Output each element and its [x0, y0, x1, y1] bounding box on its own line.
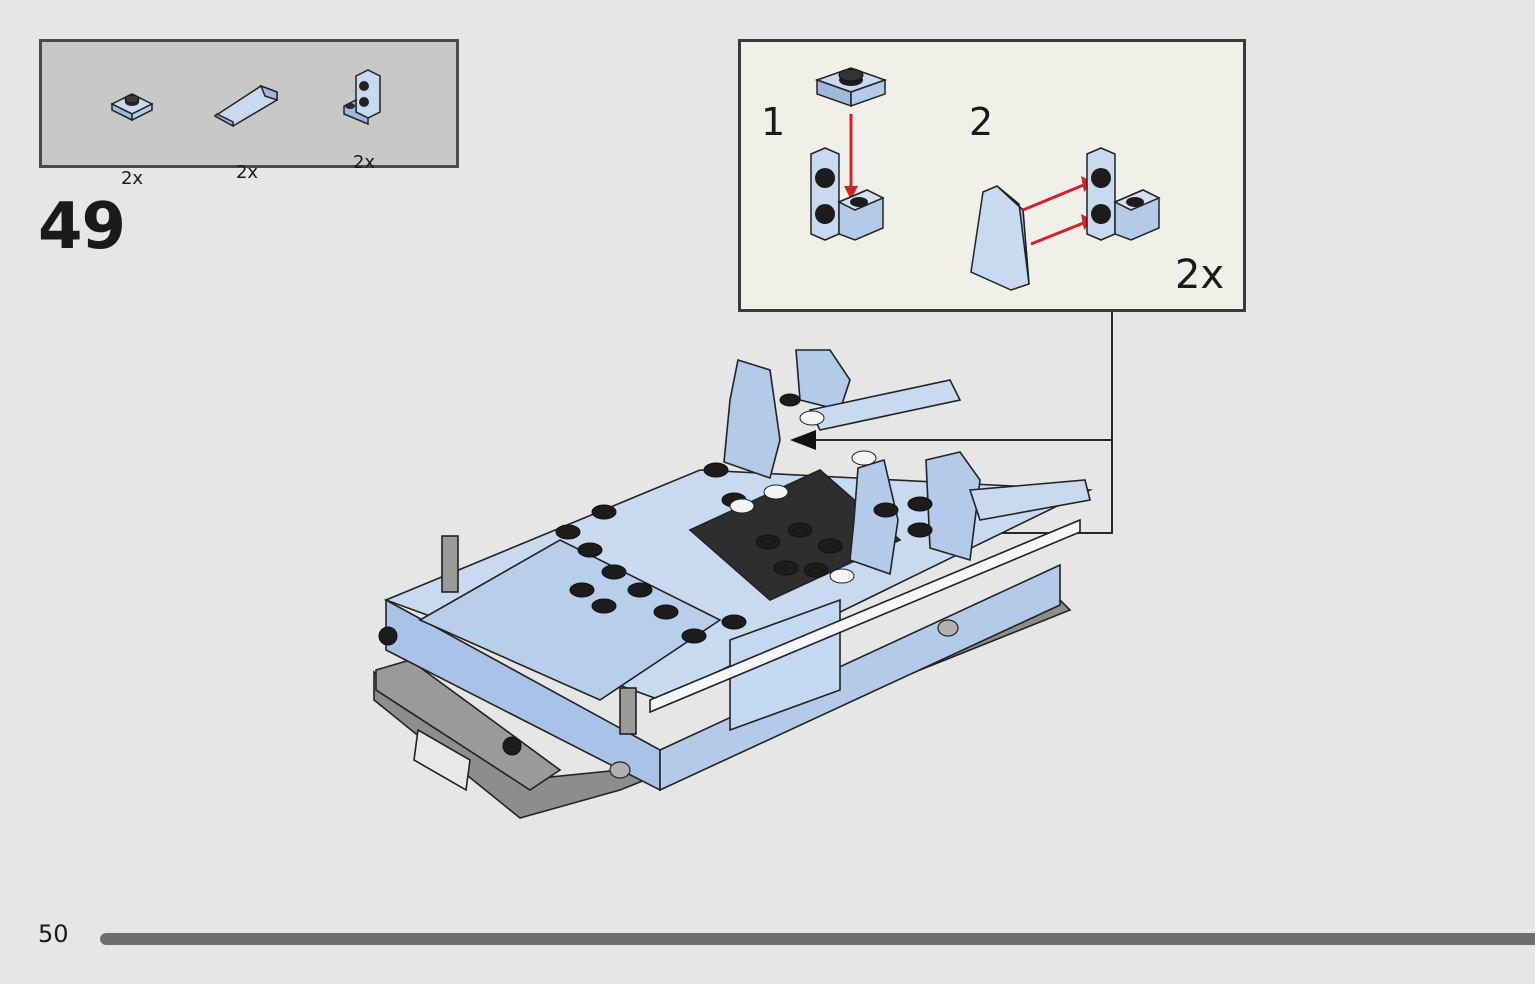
progress-bar — [100, 933, 1535, 945]
part-plate: 2x — [92, 82, 172, 189]
slope-piece — [970, 185, 1030, 291]
part-quantity: 2x — [235, 162, 259, 183]
page-number: 50 — [38, 920, 69, 948]
progress-fill — [100, 933, 1535, 945]
plate-icon — [110, 93, 154, 122]
callout-leader-line — [970, 440, 1113, 534]
part-bracket: 2x — [324, 66, 404, 173]
white-studs — [729, 410, 877, 584]
step-number: 49 — [38, 190, 126, 264]
sub-assembly-callout: 1 2 2x — [738, 39, 1246, 312]
wheel-hubs — [609, 619, 959, 779]
slope-icon — [213, 84, 278, 128]
bracket-icon — [343, 69, 381, 126]
sub-step-1-label: 1 — [761, 100, 786, 144]
parts-list: 2x 2x 2x — [39, 39, 459, 189]
plate-piece — [814, 67, 888, 108]
studs — [378, 393, 933, 756]
part-quantity: 2x — [352, 152, 376, 173]
sub-step-2-label: 2 — [969, 100, 994, 144]
car-model — [373, 349, 1094, 819]
sub-assembly-illustration — [810, 67, 1161, 291]
sub-assembly-multiplier: 2x — [1175, 252, 1225, 298]
bracket-piece-1 — [810, 147, 885, 241]
callout-arrowhead — [790, 430, 816, 450]
bracket-piece-2 — [1086, 147, 1161, 241]
part-slope: 2x — [207, 76, 287, 183]
part-quantity: 2x — [120, 168, 144, 189]
